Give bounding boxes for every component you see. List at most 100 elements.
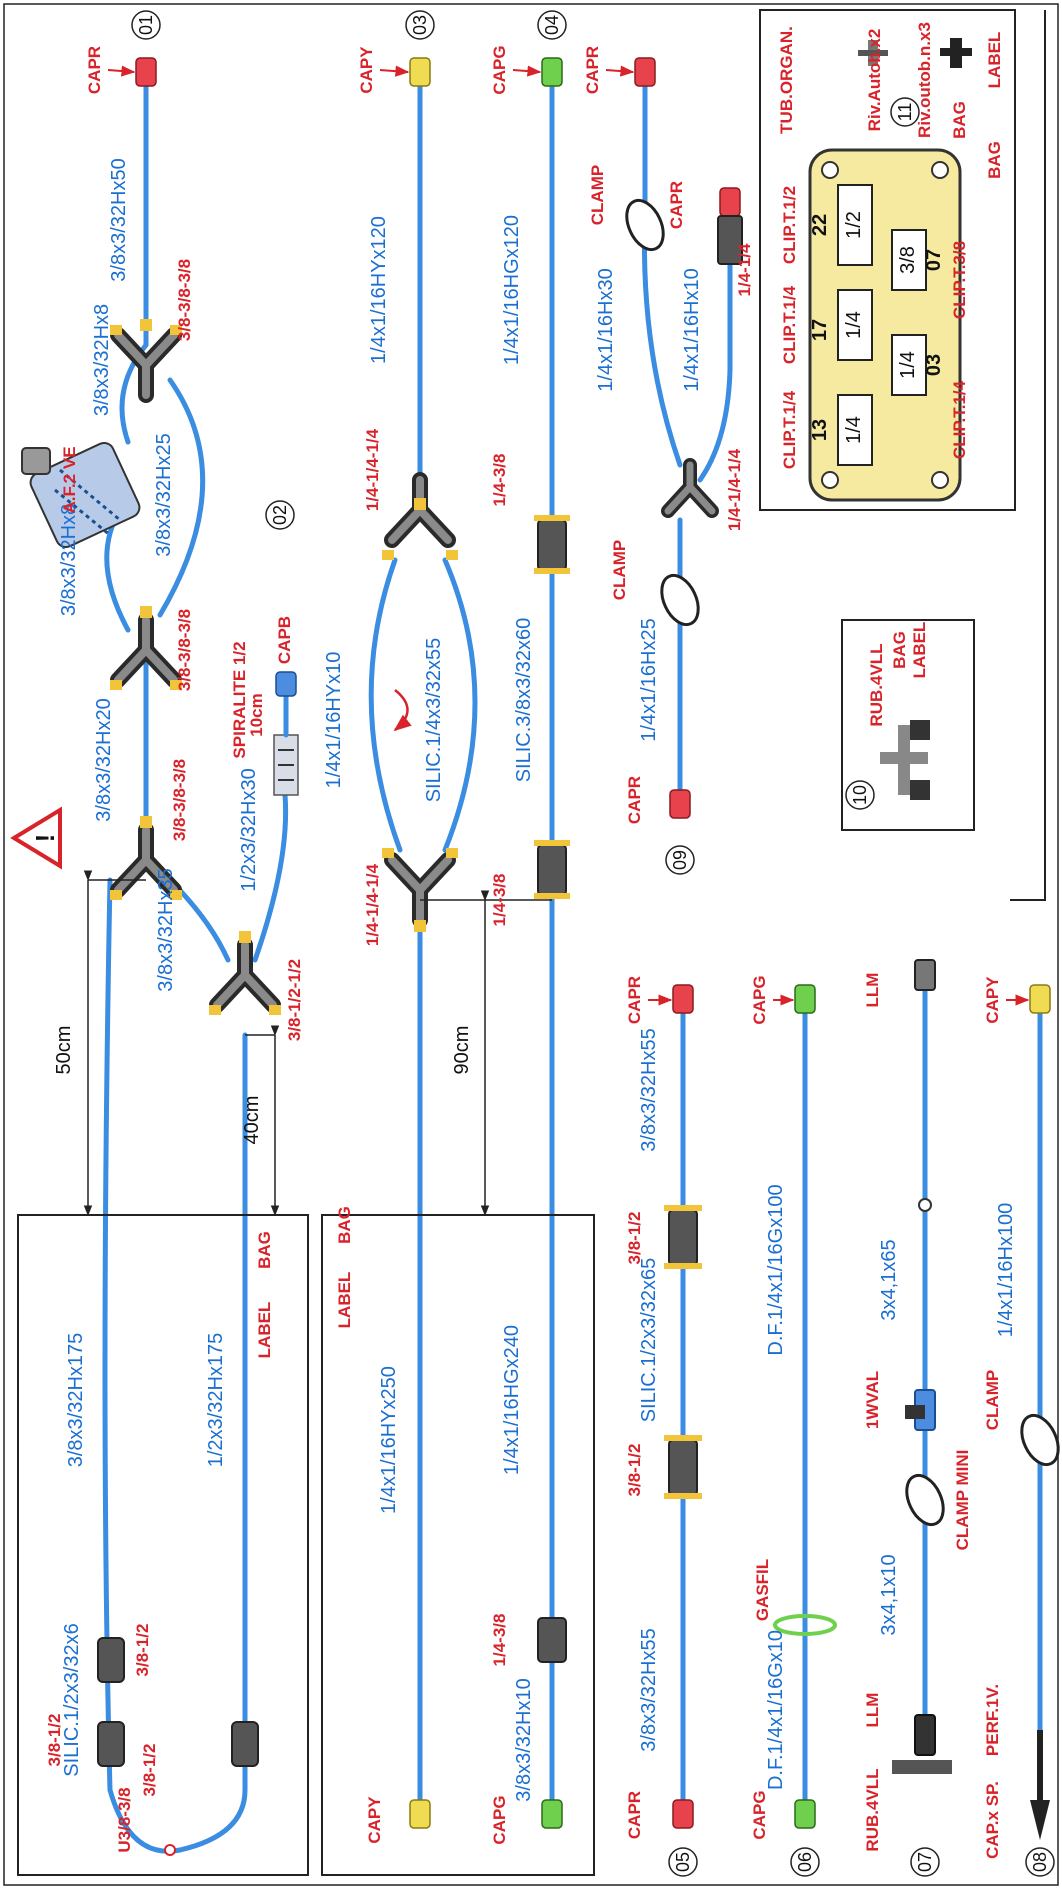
label-t02a: 3/8x3/32Hx8: [91, 304, 113, 416]
svg-text:1/4: 1/4: [843, 416, 865, 444]
svg-text:CLIP.T.1/4: CLIP.T.1/4: [780, 285, 799, 364]
svg-text:Riv.outob.n.x3: Riv.outob.n.x3: [915, 22, 934, 138]
svg-text:1/4-3/8: 1/4-3/8: [490, 874, 509, 927]
svg-text:CAPR: CAPR: [625, 1791, 644, 1839]
svg-text:CLIP.T.3/8: CLIP.T.3/8: [950, 241, 969, 319]
svg-text:CAPG: CAPG: [490, 45, 509, 94]
svg-text:CAPB: CAPB: [275, 616, 294, 664]
label-t04b: SILIC.3/8x3/32x60: [513, 618, 535, 783]
svg-text:1/4: 1/4: [843, 311, 865, 339]
marker-04: 04: [542, 15, 562, 35]
marker-01: 01: [136, 15, 156, 35]
svg-text:RUB.4VLL: RUB.4VLL: [867, 643, 886, 726]
label-t06b: D.F.1/4x1/16Gx10: [765, 1630, 787, 1790]
svg-text:CAPG: CAPG: [750, 1790, 769, 1839]
svg-text:1/4-1/4-1/4: 1/4-1/4-1/4: [363, 863, 382, 946]
component-labels: CAPR CAPY CAPG CAPR CAPR CLAMP CLAMP CAP…: [45, 22, 1004, 1859]
svg-text:CLAMP MINI: CLAMP MINI: [953, 1450, 972, 1551]
label-t04c: 1/4x1/16HGx240: [501, 1325, 523, 1475]
svg-text:CAPR: CAPR: [625, 976, 644, 1024]
assembly-06: [773, 984, 837, 1829]
svg-text:CLIP.T.1/2: CLIP.T.1/2: [780, 186, 799, 264]
svg-text:03: 03: [923, 354, 945, 376]
rotate-arrow-icon: [393, 689, 412, 732]
y-connectors-03: [382, 472, 458, 932]
svg-text:CAP.x SP.: CAP.x SP.: [983, 1781, 1002, 1859]
label-t07b: 3x4,1x10: [878, 1554, 900, 1635]
spiralite-1-2: [273, 671, 299, 796]
label-t02b: 3/8x3/32Hx25: [153, 433, 175, 556]
svg-text:40cm: 40cm: [241, 1096, 263, 1145]
tube-labels: 3/8x3/32Hx50 3/8x3/32Hx8 3/8x3/32Hx25 3/…: [58, 158, 1017, 1801]
svg-text:3/8-1/2: 3/8-1/2: [140, 1744, 159, 1797]
label-t06a: D.F.1/4x1/16Gx100: [765, 1184, 787, 1355]
label-t05b: SILIC.1/2x3/32x65: [638, 1258, 660, 1423]
svg-text:CLAMP: CLAMP: [983, 1370, 1002, 1430]
svg-text:3/8-1/2: 3/8-1/2: [625, 1444, 644, 1497]
svg-text:07: 07: [923, 249, 945, 271]
svg-text:CAPY: CAPY: [983, 976, 1002, 1024]
svg-text:U3/8-3/8: U3/8-3/8: [115, 1787, 134, 1852]
svg-text:1/4-3/8: 1/4-3/8: [490, 1614, 509, 1667]
marker-10: 10: [850, 785, 870, 805]
marker-05: 05: [673, 1852, 693, 1872]
label-t09c: 1/4x1/16Hx25: [638, 618, 660, 741]
svg-text:BAG: BAG: [255, 1231, 274, 1269]
label-t05a: 3/8x3/32Hx55: [638, 1028, 660, 1151]
svg-text:3/8-1/2: 3/8-1/2: [625, 1212, 644, 1265]
marker-08: 08: [1030, 1852, 1050, 1872]
organizer-labels: 22 17 13 07 03 1/2 1/4 1/4 3/8 1/4: [809, 211, 945, 444]
svg-text:CAPR: CAPR: [667, 181, 686, 229]
tube-organizer: [808, 148, 962, 502]
label-t04d: 3/8x3/32Hx10: [513, 1678, 535, 1801]
svg-text:CAPY: CAPY: [357, 46, 376, 94]
af2-filter-icon: [21, 442, 141, 548]
marker-09: 09: [670, 850, 690, 870]
svg-text:3/8-3/8-3/8: 3/8-3/8-3/8: [170, 759, 189, 841]
svg-text:3/8-1/2: 3/8-1/2: [45, 1714, 64, 1767]
svg-text:1/4-1/4-1/4: 1/4-1/4-1/4: [725, 448, 744, 531]
label-t03b: 1/4x1/16HYx10: [323, 652, 345, 789]
svg-text:1/4-3/8: 1/4-3/8: [490, 454, 509, 507]
label-t02e: 3/8x3/32Hx35: [155, 868, 177, 991]
assembly-07: [892, 959, 952, 1774]
svg-text:3/8-3/8-3/8: 3/8-3/8-3/8: [175, 259, 194, 341]
marker-03: 03: [410, 15, 430, 35]
assembly-05: [664, 984, 702, 1829]
assembly-03-04-tubes: [368, 77, 555, 1803]
svg-text:TUB.ORGAN.: TUB.ORGAN.: [777, 26, 796, 134]
leader-arrows: [107, 65, 1030, 1006]
svg-text:3/8-1/2-1/2: 3/8-1/2-1/2: [285, 959, 304, 1041]
svg-text:CAPG: CAPG: [750, 975, 769, 1024]
svg-text:1/2: 1/2: [843, 211, 865, 239]
connectors-04: [534, 515, 570, 1663]
caps-03-04: [409, 57, 563, 1829]
svg-text:LABEL: LABEL: [255, 1302, 274, 1359]
clamp-icon: [625, 198, 665, 252]
svg-text:CAPY: CAPY: [365, 1796, 384, 1844]
svg-text:CAPR: CAPR: [625, 776, 644, 824]
svg-text:PERF.1V.: PERF.1V.: [983, 1684, 1002, 1756]
label-t02g: 3/8x3/32Hx175: [65, 1333, 87, 1468]
label-t03d: 1/4x1/16HYx250: [378, 1366, 400, 1514]
label-t03a: 1/4x1/16HYx120: [368, 216, 390, 364]
warning-mark: !: [30, 834, 60, 843]
y-connectors-02: [110, 319, 281, 1015]
svg-text:CAPR: CAPR: [85, 46, 104, 94]
svg-text:CAPG: CAPG: [490, 1795, 509, 1844]
svg-text:RUB.4VLL: RUB.4VLL: [863, 1768, 882, 1851]
connectors-02-bottom: [97, 1637, 259, 1856]
dimension-labels: 50cm 40cm 90cm: [53, 1026, 473, 1145]
svg-text:3/8-3/8-3/8: 3/8-3/8-3/8: [175, 609, 194, 691]
svg-text:CLAMP: CLAMP: [588, 165, 607, 225]
svg-text:10cm: 10cm: [247, 693, 266, 736]
marker-02: 02: [270, 505, 290, 525]
label-t02c: 3/8x3/32Hx8: [58, 504, 80, 616]
svg-text:BAG: BAG: [335, 1206, 354, 1244]
label-t02h: 1/2x3/32Hx175: [205, 1333, 227, 1468]
svg-text:A.F.2 VE: A.F.2 VE: [60, 446, 79, 513]
assembly-08: [1020, 984, 1060, 1840]
marker-06: 06: [795, 1852, 815, 1872]
marker-11: 11: [895, 103, 915, 122]
